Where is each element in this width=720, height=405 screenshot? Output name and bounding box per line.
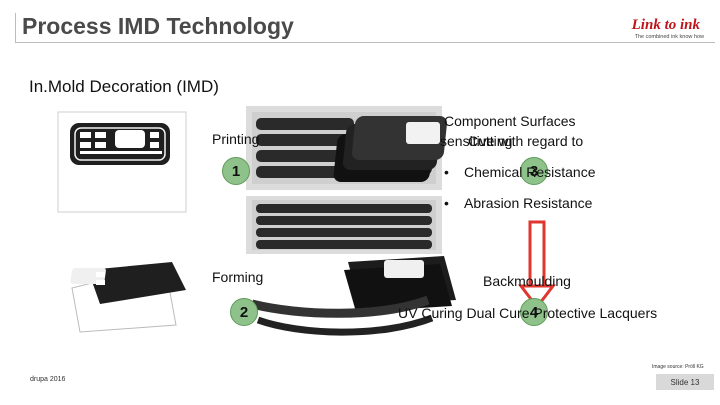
footer-event: drupa 2016 [30, 376, 66, 383]
cut-parts-stack [333, 116, 448, 182]
uv-curing-caption: UV Curing Dual Cure Protective Lacquers [398, 305, 658, 321]
step-badge-3: 3 [520, 157, 548, 185]
image-source-credit: Image source: Pröll KG [652, 364, 704, 370]
bullet-chemical: • Chemical Resistance [444, 164, 596, 180]
bullet-text: Chemical Resistance [464, 164, 596, 180]
slide-number: Slide 13 [656, 374, 714, 390]
forming-label: Forming [212, 269, 264, 285]
bullet-abrasion: • Abrasion Resistance [444, 195, 592, 211]
formed-film-image [70, 262, 186, 333]
bullet-marker: • [444, 195, 449, 211]
component-line-1: Component Surfaces [444, 113, 576, 129]
bullet-text: Abrasion Resistance [464, 195, 593, 211]
printed-film-image [57, 111, 187, 213]
red-arrow [517, 220, 557, 310]
title-divider [15, 42, 715, 43]
step-badge-2: 2 [230, 298, 258, 326]
backmoulding-label: Backmoulding [483, 273, 571, 289]
title-rule-left [15, 13, 16, 43]
bullet-marker: • [444, 164, 449, 180]
page-title: Process IMD Technology [22, 13, 294, 39]
section-heading: In.Mold Decoration (IMD) [29, 77, 219, 96]
step-badge-1: 1 [222, 157, 250, 185]
step-badge-4: 4 [520, 298, 548, 326]
component-line-2: sensitive with regard to [440, 133, 584, 149]
logo-wordmark: Link to ink [631, 17, 700, 33]
logo-tagline: The combined ink know how [634, 34, 704, 40]
formed-strip [250, 295, 434, 336]
printing-label: Printing [212, 131, 260, 147]
formed-sheets-stack [246, 196, 442, 254]
cutting-label: Cutting [468, 133, 513, 149]
